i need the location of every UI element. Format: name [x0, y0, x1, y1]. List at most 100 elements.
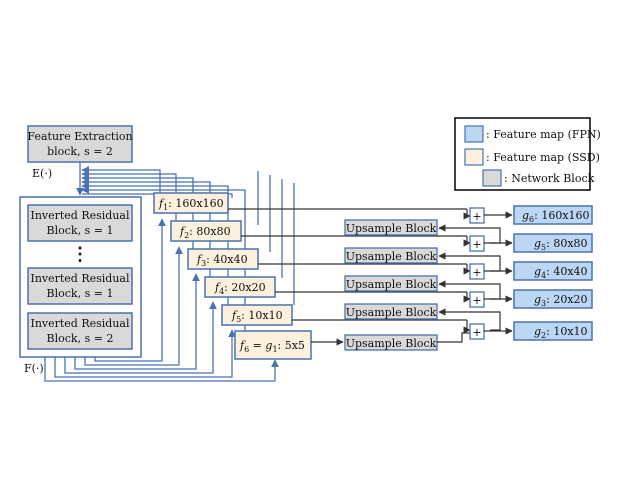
- svg-text:g5: 80x80: g5: 80x80: [534, 237, 588, 252]
- ssd-map-f4-text: : 20x20: [224, 281, 265, 294]
- e-function-label: E(·): [32, 167, 52, 180]
- plus-node-4: +: [469, 291, 485, 308]
- plus-node-2-label: +: [472, 238, 481, 251]
- legend-fpn-swatch: [464, 125, 484, 143]
- fpn-map-g2-text: : 10x10: [546, 325, 587, 338]
- ssd-map-f3: f3: 40x40: [187, 248, 259, 270]
- backbone-block-1: Inverted Residual Block, s = 1: [27, 204, 133, 242]
- upsample-block-5: Upsample Block: [344, 334, 438, 351]
- upsample-block-3-label: Upsample Block: [346, 278, 437, 291]
- ssd-map-f6-text: : 5x5: [278, 339, 305, 352]
- fpn-map-g5-sub: 5: [541, 243, 546, 252]
- legend-ssd-label: : Feature map (SSD): [486, 151, 600, 164]
- legend-ssd-swatch: [464, 148, 484, 166]
- feature-extraction-line1: Feature Extraction: [27, 130, 132, 143]
- ssd-map-f1-sub: 1: [163, 203, 168, 212]
- ssd-map-f6-sub: 6: [244, 345, 249, 354]
- ssd-map-f5: f5: 10x10: [221, 304, 293, 326]
- backbone-block-1-line1: Inverted Residual: [30, 209, 130, 222]
- upsample-block-2: Upsample Block: [344, 247, 438, 264]
- plus-node-2: +: [469, 235, 485, 252]
- ssd-map-f3-sub: 3: [201, 259, 206, 268]
- svg-text:f5: 10x10: f5: 10x10: [231, 309, 283, 324]
- fpn-map-g6: g6: 160x160: [513, 205, 593, 225]
- fpn-map-g3-sub: 3: [541, 299, 546, 308]
- fpn-map-g4-sub: 4: [541, 271, 546, 280]
- ssd-map-f2-text: : 80x80: [189, 225, 230, 238]
- ssd-map-f1-text: : 160x160: [168, 197, 223, 210]
- upsample-block-5-label: Upsample Block: [346, 337, 437, 350]
- plus-node-5-label: +: [472, 326, 481, 339]
- upsample-block-3: Upsample Block: [344, 275, 438, 292]
- ssd-map-f6-sub2: 1: [272, 345, 277, 354]
- svg-text:f4: 20x20: f4: 20x20: [214, 281, 266, 296]
- ssd-map-f2: f2: 80x80: [170, 220, 242, 242]
- fpn-map-g2: g2: 10x10: [513, 321, 593, 341]
- upsample-block-4-label: Upsample Block: [346, 306, 437, 319]
- svg-text:g3: 20x20: g3: 20x20: [534, 293, 588, 308]
- backbone-block-3-line2: Block, s = 2: [47, 332, 114, 345]
- ssd-map-f5-text: : 10x10: [241, 309, 282, 322]
- fpn-to-upsample-arrows: [437, 224, 501, 343]
- plus-node-4-label: +: [472, 294, 481, 307]
- ssd-map-f3-sym: f: [196, 253, 203, 266]
- ssd-map-f6-sym: f: [239, 339, 246, 352]
- fpn-map-g4: g4: 40x40: [513, 261, 593, 281]
- ssd-map-f4-sub: 4: [219, 287, 224, 296]
- backbone-block-3: Inverted Residual Block, s = 2: [27, 312, 133, 350]
- fpn-map-g6-sub: 6: [529, 215, 534, 224]
- ssd-to-plus-arrows: [228, 208, 471, 334]
- fpn-map-g5-sym: g: [534, 237, 541, 250]
- upsample-block-1: Upsample Block: [344, 219, 438, 236]
- ssd-map-f6: f6 = g1: 5x5: [234, 330, 312, 360]
- fpn-map-g4-text: : 40x40: [546, 265, 587, 278]
- ssd-map-f6-eq: =: [249, 339, 265, 352]
- legend-network-label: : Network Block: [504, 172, 595, 185]
- plus-node-3: +: [469, 263, 485, 280]
- svg-text:g6: 160x160: g6: 160x160: [522, 209, 590, 224]
- svg-text:f6 = g1: 5x5: f6 = g1: 5x5: [239, 339, 305, 354]
- ssd-map-f2-sym: f: [179, 225, 186, 238]
- backbone-block-1-line2: Block, s = 1: [47, 224, 114, 237]
- ssd-map-f1-sym: f: [158, 197, 165, 210]
- legend-network-swatch: [482, 169, 502, 187]
- svg-text:g4: 40x40: g4: 40x40: [534, 265, 588, 280]
- fpn-map-g6-sym: g: [522, 209, 529, 222]
- fpn-map-g2-sym: g: [534, 325, 541, 338]
- ssd-map-f5-sym: f: [231, 309, 238, 322]
- fpn-map-g3: g3: 20x20: [513, 289, 593, 309]
- plus-node-5: +: [469, 323, 485, 340]
- backbone-ellipsis: ⋮: [71, 244, 89, 265]
- ssd-map-f4: f4: 20x20: [204, 276, 276, 298]
- ssd-map-f5-sub: 5: [236, 315, 241, 324]
- fpn-map-g5-text: : 80x80: [546, 237, 587, 250]
- plus-node-1-label: +: [472, 210, 481, 223]
- plus-to-fpn-arrows: [484, 211, 513, 335]
- backbone-block-2-line1: Inverted Residual: [30, 272, 130, 285]
- plus-node-1: +: [469, 207, 485, 224]
- svg-text:f2: 80x80: f2: 80x80: [179, 225, 231, 240]
- ssd-map-f2-sub: 2: [184, 231, 189, 240]
- ssd-map-f1: f1: 160x160: [153, 192, 229, 214]
- feature-extraction-line2: block, s = 2: [47, 145, 113, 158]
- ssd-map-f3-text: : 40x40: [206, 253, 247, 266]
- svg-text:f1: 160x160: f1: 160x160: [158, 197, 224, 212]
- backbone-block-2: Inverted Residual Block, s = 1: [27, 267, 133, 305]
- fpn-map-g6-text: : 160x160: [534, 209, 589, 222]
- f-function-label: F(·): [24, 362, 44, 375]
- ssd-map-f4-sym: f: [214, 281, 221, 294]
- fpn-map-g5: g5: 80x80: [513, 233, 593, 253]
- backbone-block-3-line1: Inverted Residual: [30, 317, 130, 330]
- svg-text:g2: 10x10: g2: 10x10: [534, 325, 588, 340]
- fpn-map-g3-text: : 20x20: [546, 293, 587, 306]
- legend: : Feature map (FPN) : Feature map (SSD) …: [454, 117, 601, 191]
- feature-extraction-block: Feature Extraction block, s = 2: [27, 125, 133, 163]
- upsample-block-4: Upsample Block: [344, 303, 438, 320]
- fpn-map-g4-sym: g: [534, 265, 541, 278]
- fpn-map-g2-sub: 2: [541, 331, 546, 340]
- svg-text:f3: 40x40: f3: 40x40: [196, 253, 248, 268]
- backbone-block-2-line2: Block, s = 1: [47, 287, 114, 300]
- upsample-block-2-label: Upsample Block: [346, 250, 437, 263]
- legend-fpn-label: : Feature map (FPN): [486, 128, 601, 141]
